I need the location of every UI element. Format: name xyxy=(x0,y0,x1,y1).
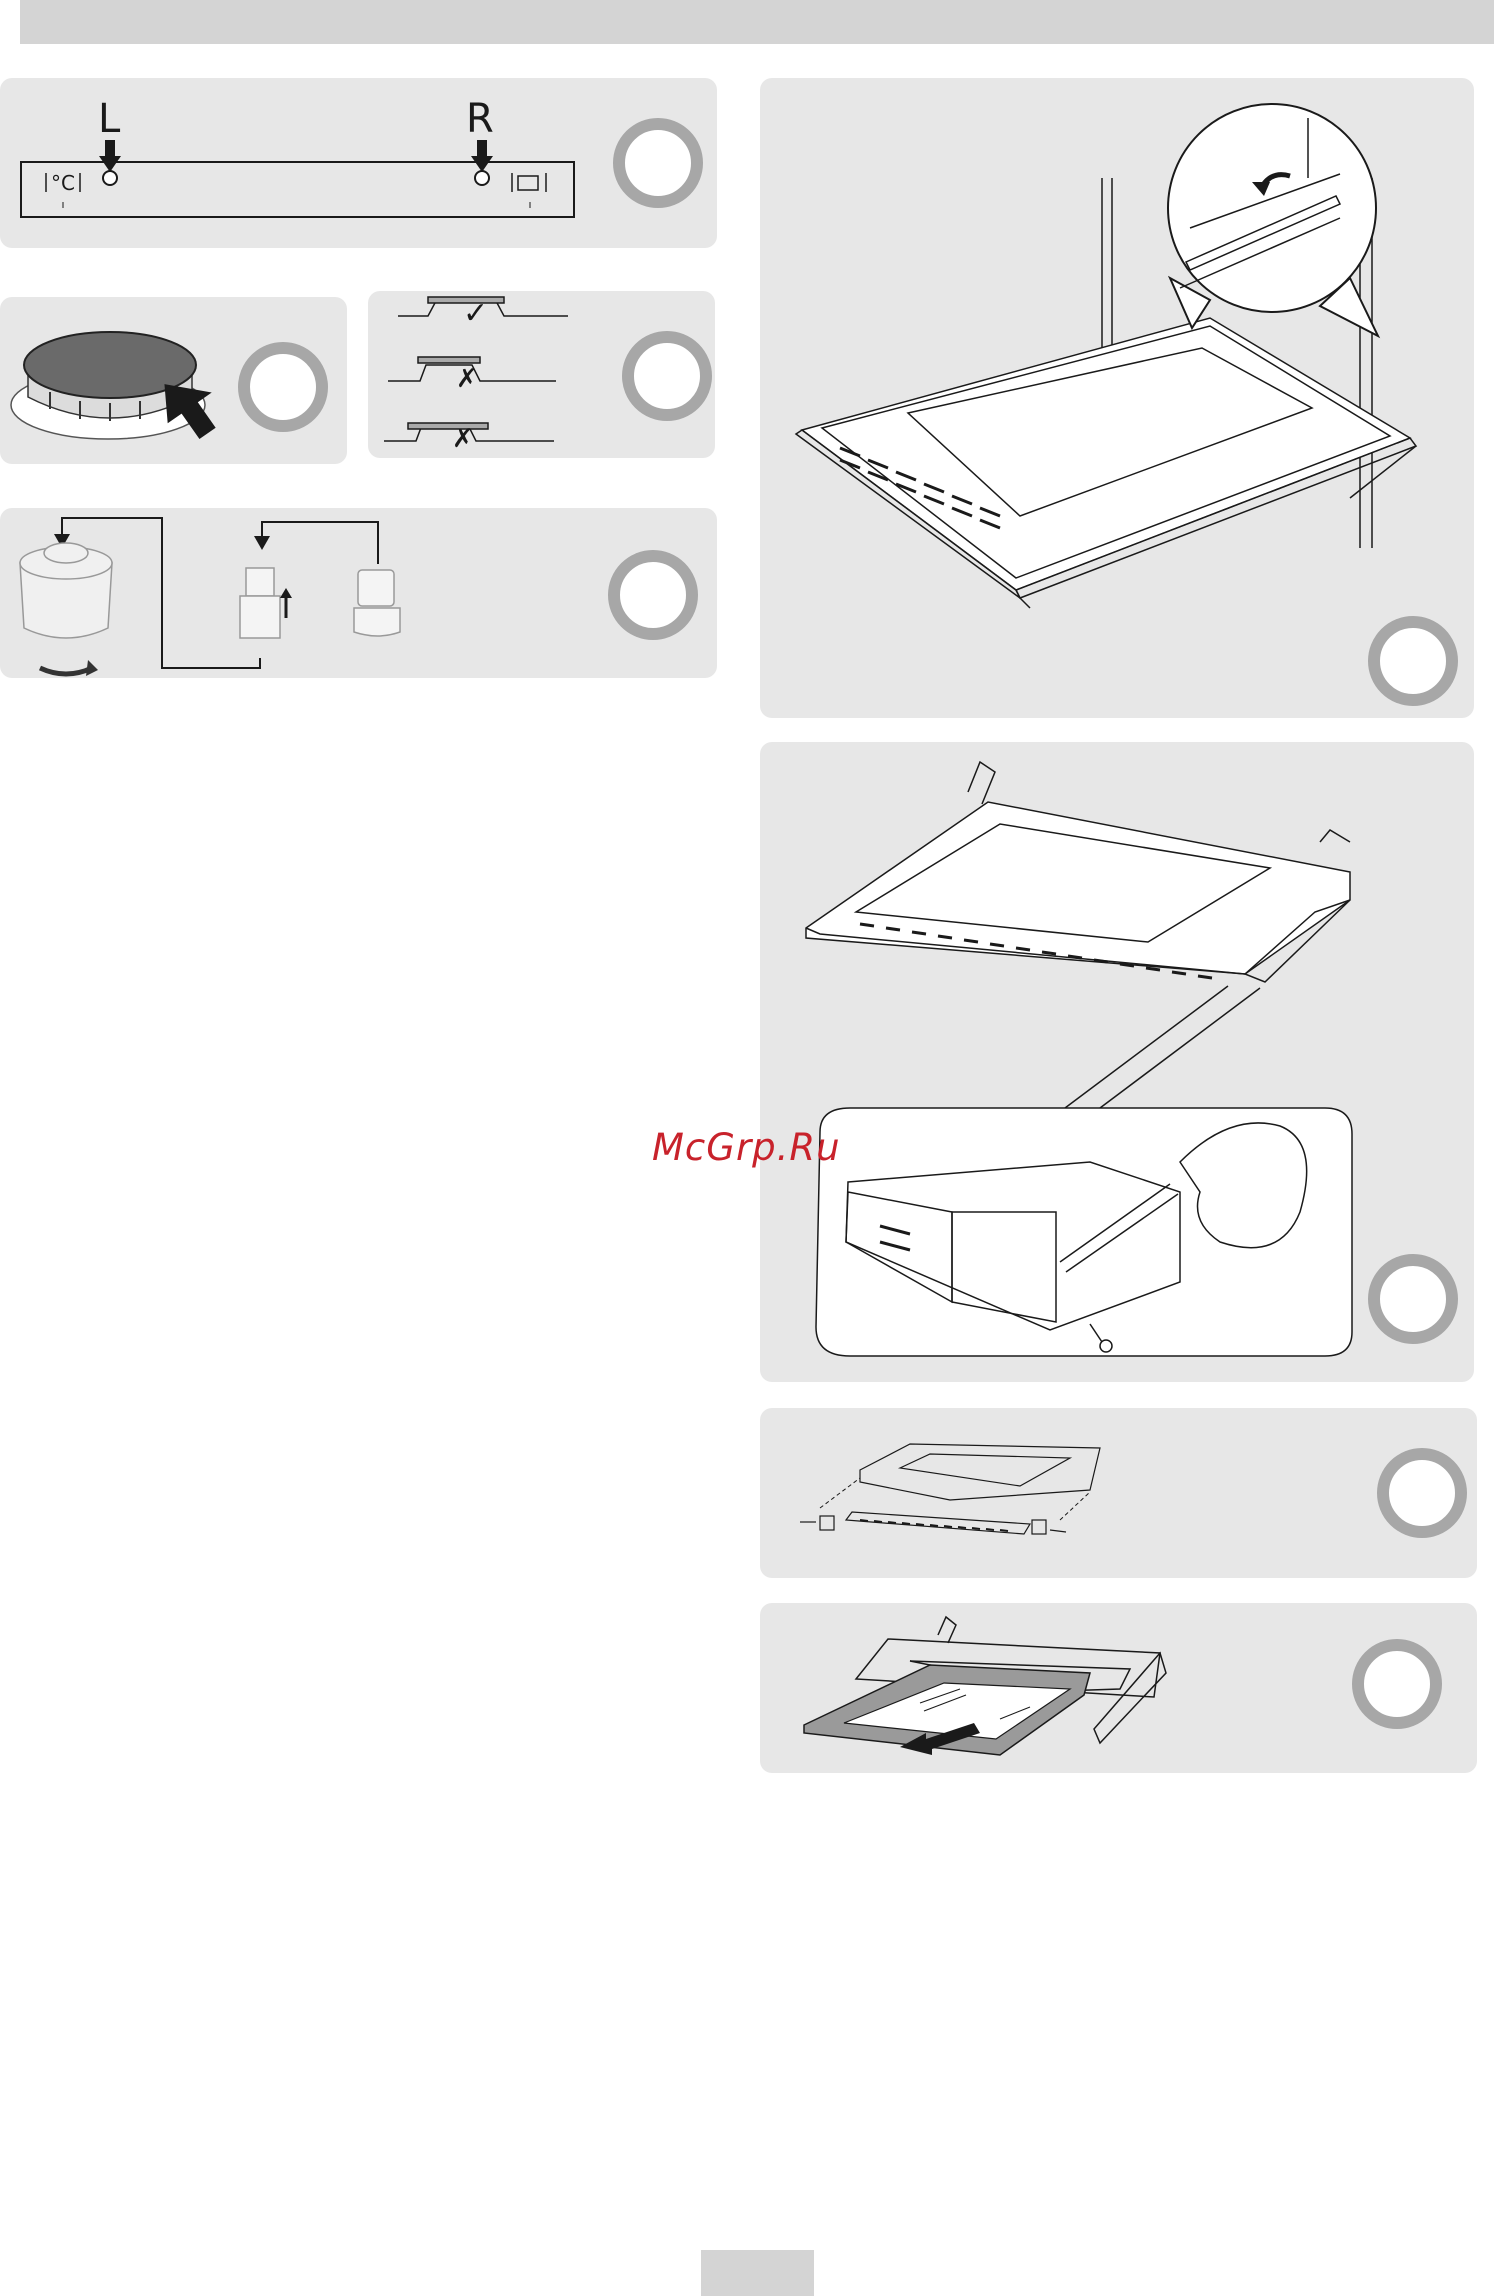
panel-door-parts xyxy=(760,1408,1477,1578)
correct-mark: ✓ xyxy=(463,296,488,331)
panel-control-knobs: L R °C xyxy=(0,78,717,248)
step-number-circle xyxy=(608,550,698,640)
oven-door-hinge-illustration xyxy=(760,78,1474,718)
step-number-circle xyxy=(622,331,712,421)
panel-cap-positions: ✓ ✗ ✗ xyxy=(368,291,715,458)
step-number-circle xyxy=(238,342,328,432)
header-bar xyxy=(20,0,1494,44)
panel-door-screw xyxy=(760,742,1474,1382)
door-parts-illustration xyxy=(760,1408,1477,1578)
panel-knob-removal xyxy=(0,508,717,678)
step-number-circle xyxy=(1368,616,1458,706)
wrong-mark: ✗ xyxy=(456,364,478,394)
step-number-circle xyxy=(1377,1448,1467,1538)
panel-door-hinges xyxy=(760,78,1474,718)
step-number-circle xyxy=(613,118,703,208)
step-number-circle xyxy=(1368,1254,1458,1344)
watermark-text: McGrp.Ru xyxy=(652,1126,841,1169)
step-number-circle xyxy=(1352,1639,1442,1729)
page-number-tab xyxy=(701,2250,814,2296)
right-label: R xyxy=(466,96,494,142)
wrong-mark: ✗ xyxy=(452,424,474,454)
door-screw-illustration xyxy=(760,742,1474,1382)
control-panel-illustration: L R °C xyxy=(0,78,717,248)
panel-burner-cap xyxy=(0,297,347,464)
temperature-symbol: °C xyxy=(51,171,75,195)
panel-glass-removal xyxy=(760,1603,1477,1773)
left-label: L xyxy=(98,96,121,142)
